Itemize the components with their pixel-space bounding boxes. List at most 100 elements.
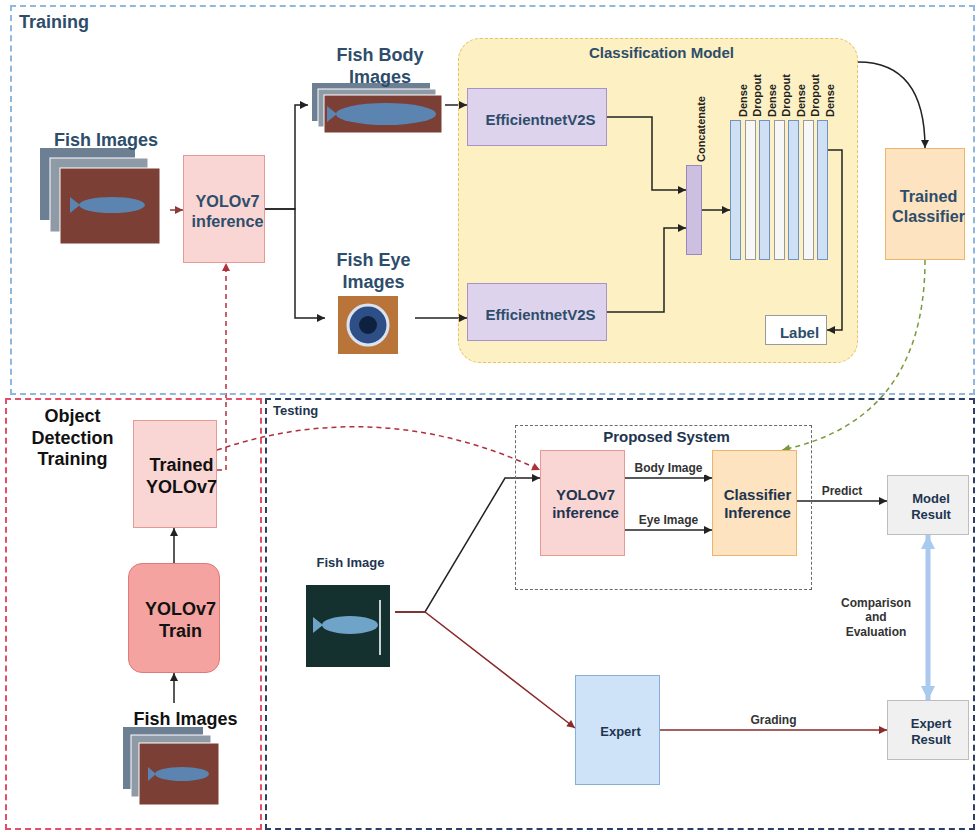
arrowhead: [175, 206, 183, 214]
model-panel: Classification ModelEfficientnetV2S Effic…: [458, 38, 858, 363]
layer-bar: Dropout: [803, 120, 814, 260]
connector: [217, 263, 230, 470]
photo-card: [306, 585, 390, 667]
connector: [607, 224, 686, 312]
connector-line: [797, 500, 887, 502]
connector-line: [625, 477, 712, 479]
connector: [395, 612, 575, 728]
connector: [395, 474, 540, 612]
connector: [625, 474, 712, 482]
process-box: Classifier Inference: [712, 450, 797, 556]
arrowhead: [531, 463, 540, 470]
image-group: Fish Image: [300, 552, 395, 672]
backbone-box: EfficientnetV2S: [467, 283, 607, 341]
connector-line: [782, 260, 925, 450]
connector: [170, 673, 178, 703]
connector: [797, 497, 887, 505]
node-text: Classifier Inference: [723, 486, 792, 522]
process-box: Trained Classifier: [885, 148, 965, 260]
connector-line: [625, 529, 712, 531]
arrowhead: [532, 474, 540, 482]
node-text: Dropout: [809, 74, 821, 117]
arrowhead: [827, 326, 835, 334]
node-text: Model Result: [898, 491, 964, 522]
fish-tail: [313, 617, 323, 633]
node-text: YOLOv7 Train: [145, 599, 216, 642]
connector: [921, 535, 935, 700]
node-text: Expert: [600, 724, 640, 740]
node-text: Proposed System: [522, 428, 811, 445]
arrowhead: [921, 686, 935, 700]
layer-bar: Concatenate: [686, 165, 702, 255]
process-box: YOLOv7 inference: [183, 155, 265, 263]
edge-label: Predict: [820, 484, 865, 498]
photo-card: [324, 95, 442, 133]
node-text: Dense: [824, 84, 836, 117]
region-panel: TrainingFish ImagesYOLOv7 inferenceFish …: [10, 5, 975, 395]
connector: [170, 528, 178, 563]
photo-card: [338, 296, 398, 354]
process-box: YOLOv7 Train: [128, 563, 220, 673]
node-text: Fish Images: [133, 709, 238, 731]
connector: [827, 150, 842, 334]
photo-card: [60, 168, 160, 244]
image-group: Fish Images: [35, 125, 170, 250]
arrowhead: [921, 535, 935, 549]
connector: [782, 260, 925, 452]
result-box: Expert Result: [887, 700, 969, 760]
arrowhead: [879, 497, 887, 505]
node-text: Dropout: [751, 74, 763, 117]
layer-bar: Dense: [730, 120, 741, 260]
connector-line: [827, 150, 842, 330]
label-box: Label: [765, 315, 827, 345]
connector: [607, 117, 686, 194]
connector-line: [926, 535, 931, 700]
arrowhead: [921, 140, 929, 148]
image-group: Fish Body Images: [308, 40, 445, 132]
connector-line: [265, 105, 308, 209]
fish-shape: [79, 197, 145, 213]
connector: [702, 206, 730, 214]
connector-line: [395, 612, 575, 728]
arrowhead: [678, 186, 686, 194]
arrowhead: [170, 528, 178, 536]
arrowhead: [722, 206, 730, 214]
fish-eye: [348, 305, 388, 345]
fish-shape: [336, 103, 436, 125]
node-text: Object Detection Training: [20, 406, 125, 471]
arrowhead: [704, 474, 712, 482]
edge-label: Comparison and Evaluation: [834, 596, 918, 639]
edge-label: Grading: [748, 713, 798, 727]
connector: [415, 314, 467, 322]
layer-bar: Dense: [817, 120, 828, 260]
connector: [445, 101, 467, 109]
system-panel: Proposed SystemYOLOv7 inference Classifie…: [515, 425, 812, 590]
ruler: [379, 600, 381, 655]
arrowhead: [300, 101, 308, 109]
expert-box: Expert: [575, 675, 660, 785]
node-text: Training: [19, 12, 89, 33]
arrowhead: [879, 726, 887, 734]
connector: [858, 62, 929, 148]
connector: [660, 726, 887, 734]
image-group: Fish Eye Images: [325, 245, 415, 360]
fish-tail: [70, 197, 80, 213]
arrowhead: [459, 101, 467, 109]
process-box: YOLOv7 inference: [540, 450, 625, 556]
node-text: Classification Model: [466, 44, 857, 61]
arrowhead: [317, 314, 325, 322]
connector: [170, 206, 183, 214]
arrowhead: [170, 673, 178, 681]
region-panel: Object Detection TrainingTrained YOLOv7Y…: [5, 398, 262, 830]
arrowhead: [704, 526, 712, 534]
backbone-box: EfficientnetV2S: [467, 88, 607, 146]
node-text: Testing: [273, 403, 318, 418]
node-text: Trained Classifier: [892, 187, 965, 226]
node-text: Dropout: [780, 74, 792, 117]
fish-shape: [322, 616, 378, 634]
node-text: Trained YOLOv7: [146, 455, 217, 498]
connector-line: [217, 263, 226, 470]
connector: [625, 526, 712, 534]
connector-line: [660, 729, 887, 731]
